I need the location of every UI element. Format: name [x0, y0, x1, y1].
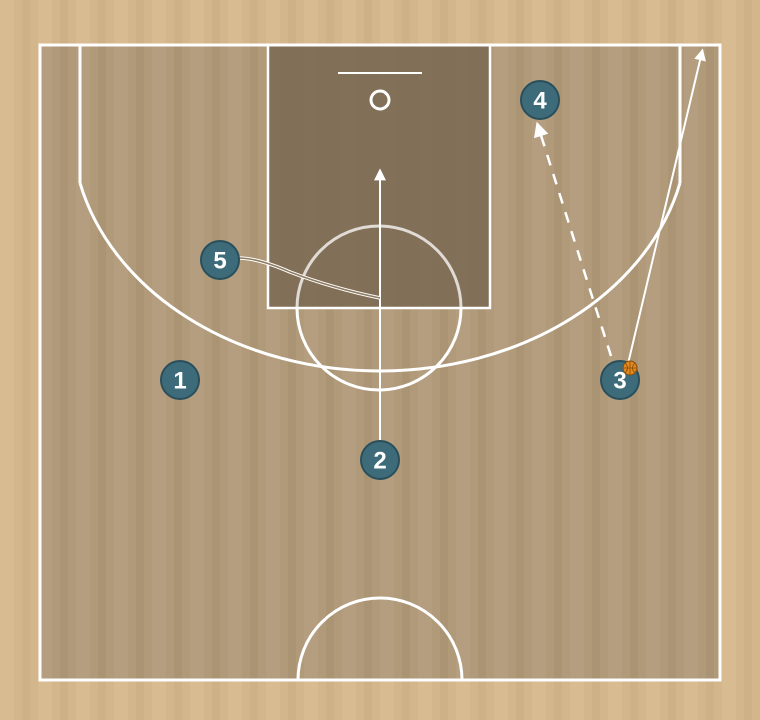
- player-2-label: 2: [373, 448, 386, 475]
- player-4[interactable]: 4: [520, 80, 560, 120]
- player-2[interactable]: 2: [360, 440, 400, 480]
- rim: [369, 89, 391, 111]
- center-circle: [296, 596, 464, 681]
- pass-arrow-3-to-4: [534, 121, 613, 357]
- player-1[interactable]: 1: [160, 360, 200, 400]
- play-actions: [237, 48, 706, 440]
- player-5-label: 5: [213, 248, 226, 275]
- player-4-label: 4: [533, 88, 547, 115]
- court-lines: [38, 43, 722, 682]
- players: 1 2 3 4 5: [160, 80, 640, 480]
- cut-arrow-3: [626, 48, 706, 369]
- basketball-icon: [622, 360, 638, 376]
- player-5[interactable]: 5: [200, 240, 240, 280]
- player-3[interactable]: 3: [600, 360, 640, 400]
- player-1-label: 1: [173, 368, 186, 395]
- player-3-label: 3: [613, 368, 626, 395]
